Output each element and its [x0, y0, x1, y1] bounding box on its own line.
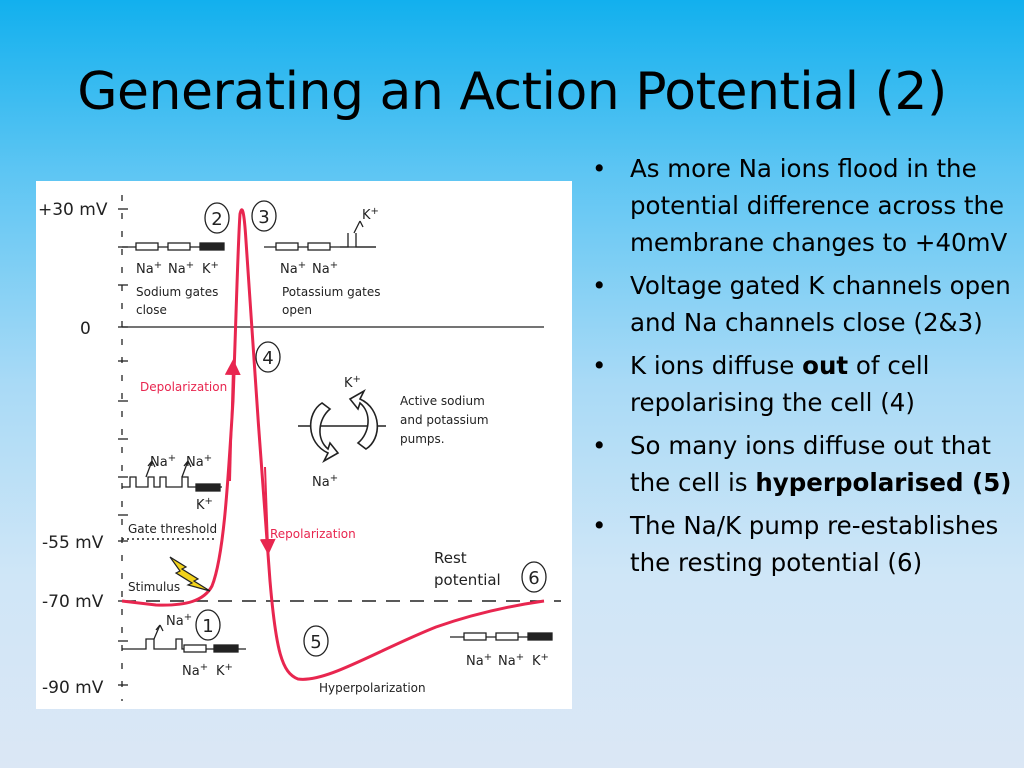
label-pumps-1: Active sodium [400, 394, 485, 408]
ion-na-2: Na+ [168, 260, 194, 277]
depolarization-arrow [224, 359, 241, 482]
ion-arrows [145, 220, 364, 640]
ion-na-9: Na+ [182, 662, 208, 679]
stimulus-lightning-icon [169, 556, 211, 592]
label-gate-threshold: Gate threshold [128, 522, 217, 536]
label-sodium-gates-2: close [136, 303, 167, 317]
label-rest-1: Rest [434, 549, 467, 567]
y-axis-ticks [118, 208, 128, 686]
axis-label-plus30: +30 mV [38, 200, 108, 220]
ion-na-11: Na+ [498, 652, 524, 669]
bullet-text-bold: out [802, 351, 849, 380]
ion-k-2: K+ [362, 206, 379, 223]
action-potential-svg: +30 mV 0 -55 mV -70 mV -90 mV Depolariza… [38, 195, 561, 701]
repolarization-arrow [259, 466, 276, 555]
stage-3-marker: 3 [251, 200, 277, 232]
label-pumps-3: pumps. [400, 432, 445, 446]
ion-k-5: K+ [216, 662, 233, 679]
axis-label-zero: 0 [80, 319, 91, 339]
bullet-text-after: of cell repolarising the cell (4) [630, 351, 930, 417]
bullet-item: • So many ions diffuse out that the cell… [592, 427, 1012, 501]
membrane-potential-curve [121, 208, 545, 681]
stage-4-marker: 4 [255, 341, 281, 373]
svg-text:3: 3 [258, 207, 269, 228]
bullet-item: • As more Na ions flood in the potential… [592, 150, 1012, 261]
ion-k-6: K+ [532, 652, 549, 669]
bullet-dot: • [592, 271, 607, 300]
svg-text:6: 6 [528, 568, 539, 589]
pump-arrows-icon [298, 388, 386, 464]
channel-strip-top-right [264, 233, 376, 251]
channel-strip-bottom-left [122, 638, 246, 653]
bullet-dot: • [592, 511, 607, 540]
bullet-text-bold: hyperpolarised (5) [755, 468, 1012, 497]
bullet-text: Voltage gated K channels open and Na cha… [630, 271, 1011, 337]
stage-6-marker: 6 [521, 561, 547, 593]
ion-na-8: Na+ [166, 612, 192, 629]
channel-strip-bottom-right [450, 632, 553, 641]
bullet-item: • Voltage gated K channels open and Na c… [592, 267, 1012, 341]
axis-label-minus90: -90 mV [42, 678, 104, 698]
label-depolarization: Depolarization [140, 380, 227, 394]
action-potential-diagram: +30 mV 0 -55 mV -70 mV -90 mV Depolariza… [36, 181, 572, 709]
bullet-dot: • [592, 351, 607, 380]
label-rest-2: potential [434, 571, 501, 589]
stage-5-marker: 5 [303, 625, 329, 657]
svg-text:4: 4 [262, 348, 273, 369]
stage-1-marker: 1 [195, 609, 221, 641]
bullet-dot: • [592, 154, 607, 183]
bullet-item: • K ions diffuse out of cell repolarisin… [592, 347, 1012, 421]
ion-k-3: K+ [344, 374, 361, 391]
ion-na-4: Na+ [312, 260, 338, 277]
bullet-text-before: So many ions diffuse out that the cell i… [630, 431, 991, 497]
svg-text:5: 5 [310, 632, 321, 653]
ion-na-10: Na+ [466, 652, 492, 669]
axis-label-minus55: -55 mV [42, 533, 104, 553]
bullet-item: • The Na/K pump re-establishes the resti… [592, 507, 1012, 581]
ion-k-4: K+ [196, 496, 213, 513]
label-sodium-gates-1: Sodium gates [136, 285, 218, 299]
ion-na-7: Na+ [186, 453, 212, 470]
ion-na-3: Na+ [280, 260, 306, 277]
ion-na-6: Na+ [150, 453, 176, 470]
label-potassium-gates-2: open [282, 303, 312, 317]
ion-na-1: Na+ [136, 260, 162, 277]
label-repolarization: Repolarization [270, 527, 356, 541]
bullet-text-before: K ions diffuse [630, 351, 803, 380]
ion-na-5: Na+ [312, 473, 338, 490]
label-hyperpolarization: Hyperpolarization [319, 681, 426, 695]
channel-strip-mid-left [122, 476, 222, 492]
ion-k-1: K+ [202, 260, 219, 277]
stage-2-marker: 2 [204, 202, 230, 234]
label-potassium-gates-1: Potassium gates [282, 285, 380, 299]
bullet-list: • As more Na ions flood in the potential… [592, 150, 1012, 587]
bullet-dot: • [592, 431, 607, 460]
axis-label-minus70: -70 mV [42, 592, 104, 612]
label-stimulus: Stimulus [128, 580, 180, 594]
svg-text:1: 1 [202, 616, 213, 637]
channel-strip-top-left [122, 242, 225, 251]
label-pumps-2: and potassium [400, 413, 489, 427]
svg-text:2: 2 [211, 209, 222, 230]
bullet-text: The Na/K pump re-establishes the resting… [630, 511, 999, 577]
bullet-text: As more Na ions flood in the potential d… [630, 154, 1008, 257]
slide-title: Generating an Action Potential (2) [77, 62, 947, 122]
